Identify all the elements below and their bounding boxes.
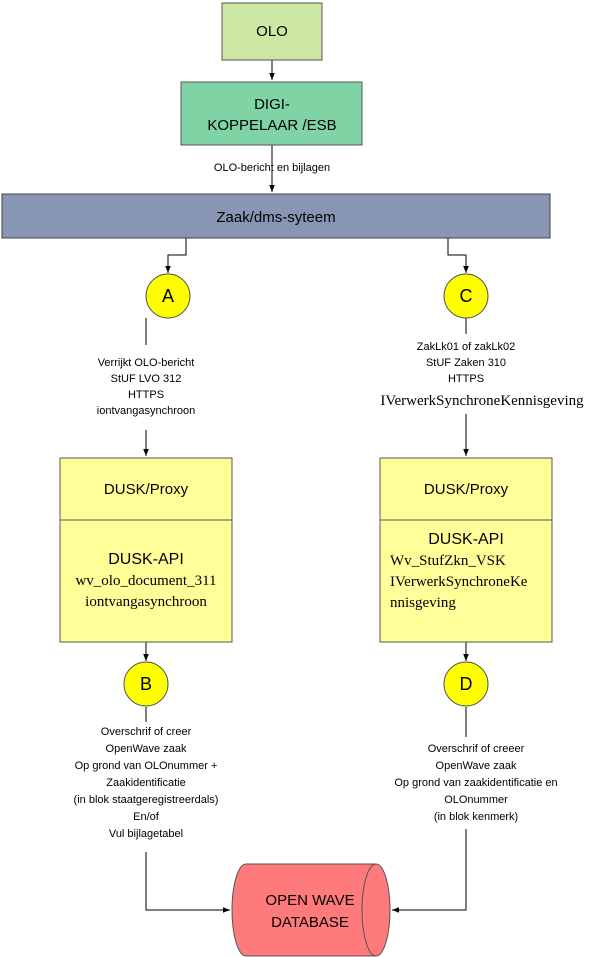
edge-zaak-a	[165, 238, 187, 273]
database-label-line1: OPEN WAVE	[265, 892, 354, 909]
edge-label-b-db-line: (in blok staatgeregistreerdals)	[74, 794, 219, 806]
edge-label-b-db: Overschrif of creer OpenWave zaak Op gro…	[74, 726, 219, 840]
edge-label-a-proxy-line: StUF LVO 312	[111, 373, 182, 385]
edge-label-b-db-line: Overschrif of creer	[101, 726, 192, 738]
edge-label-digi-zaak: OLO-bericht en bijlagen	[214, 162, 330, 174]
circle-a-node: A	[145, 273, 191, 319]
edge-label-d-db-line: (in blok kenmerk)	[434, 811, 518, 823]
edge-d-db-2	[392, 829, 467, 913]
edge-label-b-db-line: Op grond van OLOnummer +	[75, 760, 218, 772]
right-api-line2: IVerwerkSynchroneKe	[390, 574, 528, 590]
circle-b-node: B	[123, 661, 169, 707]
edge-label-c-proxy-serif: IVerwerkSynchroneKennisgeving	[380, 393, 584, 409]
left-api-line2: iontvangasynchroon	[85, 594, 207, 610]
digi-label-line1: DIGI-	[254, 96, 290, 113]
left-dusk-node: DUSK/Proxy DUSK-API wv_olo_document_311 …	[59, 457, 233, 643]
zaak-dms-node: Zaak/dms-syteem	[1, 193, 551, 239]
right-api-title: DUSK-API	[428, 531, 504, 548]
edge-label-a-proxy-line: iontvangasynchroon	[97, 405, 195, 417]
edge-label-d-db-line: Overschrif of creeer	[428, 743, 525, 755]
edge-label-c-proxy-line: ZakLk01 of zakLk02	[417, 341, 515, 353]
circle-d-label: D	[460, 674, 473, 694]
edge-label-c-proxy: ZakLk01 of zakLk02 StUF Zaken 310 HTTPS …	[380, 341, 584, 409]
digi-koppelaar-node: DIGI- KOPPELAAR /ESB	[180, 81, 363, 146]
right-api-line3: nnisgeving	[390, 595, 456, 611]
database-label-line2: DATABASE	[271, 914, 349, 931]
edge-label-a-proxy: Verrijkt OLO-bericht StUF LVO 312 HTTPS …	[97, 357, 195, 417]
edge-label-a-proxy-line: HTTPS	[128, 389, 164, 401]
edge-label-c-proxy-line: StUF Zaken 310	[426, 357, 506, 369]
edge-zaak-c	[447, 238, 469, 273]
zaak-label: Zaak/dms-syteem	[216, 209, 335, 226]
edge-label-b-db-line: OpenWave zaak	[106, 743, 187, 755]
edge-label-c-proxy-line: HTTPS	[448, 373, 484, 385]
circle-a-label: A	[162, 286, 174, 306]
edge-label-b-db-line: Zaakidentificatie	[106, 777, 186, 789]
open-wave-database-node: OPEN WAVE DATABASE	[231, 863, 391, 957]
circle-c-label: C	[460, 286, 473, 306]
right-dusk-node: DUSK/Proxy DUSK-API Wv_StufZkn_VSK IVerw…	[379, 457, 553, 643]
edge-label-d-db-line: OLOnummer	[444, 794, 508, 806]
edge-label-b-db-line: En/of	[133, 811, 160, 823]
circle-b-label: B	[140, 674, 152, 694]
edge-label-d-db: Overschrif of creeer OpenWave zaak Op gr…	[394, 743, 557, 823]
edge-label-d-db-line: OpenWave zaak	[436, 760, 517, 772]
edge-label-b-db-line: Vul bijlagetabel	[109, 828, 183, 840]
left-proxy-label: DUSK/Proxy	[104, 481, 189, 498]
edge-b-db-2	[145, 852, 230, 913]
circle-d-node: D	[443, 661, 489, 707]
digi-label-line2: KOPPELAAR /ESB	[207, 117, 336, 134]
left-api-line1: wv_olo_document_311	[75, 573, 216, 589]
right-api-line1: Wv_StufZkn_VSK	[390, 553, 506, 569]
right-proxy-label: DUSK/Proxy	[424, 481, 509, 498]
circle-c-node: C	[443, 273, 489, 319]
olo-node: OLO	[221, 2, 323, 61]
olo-label: OLO	[256, 23, 288, 40]
edge-label-d-db-line: Op grond van zaakidentificatie en	[394, 777, 557, 789]
left-api-title: DUSK-API	[108, 551, 184, 568]
edge-label-a-proxy-line: Verrijkt OLO-bericht	[98, 357, 195, 369]
